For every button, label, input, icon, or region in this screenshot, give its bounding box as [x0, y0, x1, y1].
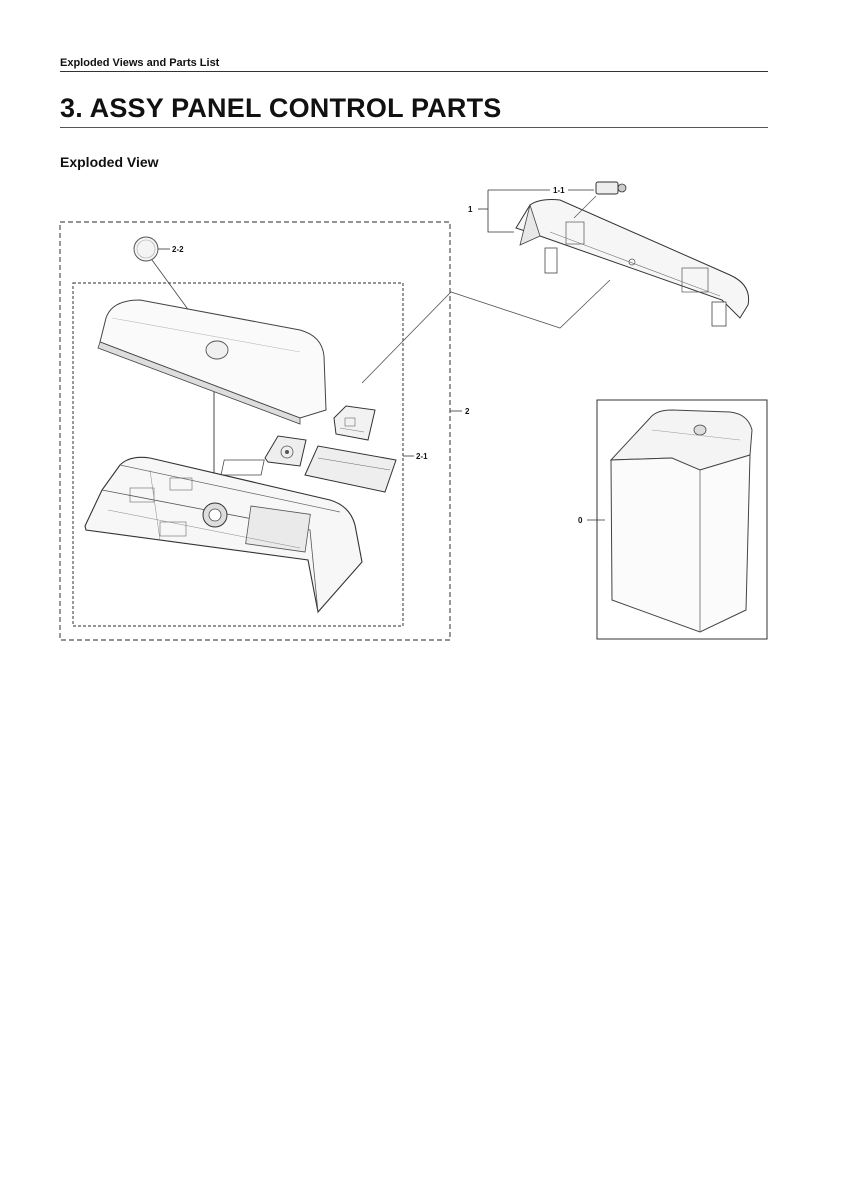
- pcb-board-left: [264, 435, 307, 467]
- page-title: 3. ASSY PANEL CONTROL PARTS: [60, 93, 502, 123]
- header-divider: [60, 71, 768, 72]
- callout-1-1: 1-1: [553, 186, 565, 195]
- assembly-link-leader: [361, 279, 611, 384]
- callout-1: 1: [468, 205, 473, 214]
- rear-panel-frame: [515, 199, 750, 327]
- exploded-view-heading: Exploded View: [60, 154, 159, 170]
- section-header-label: Exploded Views and Parts List: [60, 57, 220, 69]
- assembly-2-boundary: [59, 221, 451, 641]
- callout-0: 0: [578, 516, 583, 525]
- callout-2: 2: [465, 407, 470, 416]
- assembly-2-1-boundary: [72, 282, 404, 627]
- knob-cap-part: [133, 236, 159, 262]
- washer-illustration: [609, 409, 753, 633]
- callout-2-1: 2-1: [416, 452, 428, 461]
- pcb-board-small: [333, 405, 376, 441]
- title-divider: [60, 127, 768, 128]
- callout-1-bracket: [487, 190, 514, 233]
- control-panel-base: [84, 456, 363, 614]
- connector-part: [595, 181, 627, 195]
- connector-leader: [573, 195, 597, 219]
- panel-cover-part: [97, 299, 327, 425]
- display-board: [220, 445, 397, 493]
- callout-2-2: 2-2: [172, 245, 184, 254]
